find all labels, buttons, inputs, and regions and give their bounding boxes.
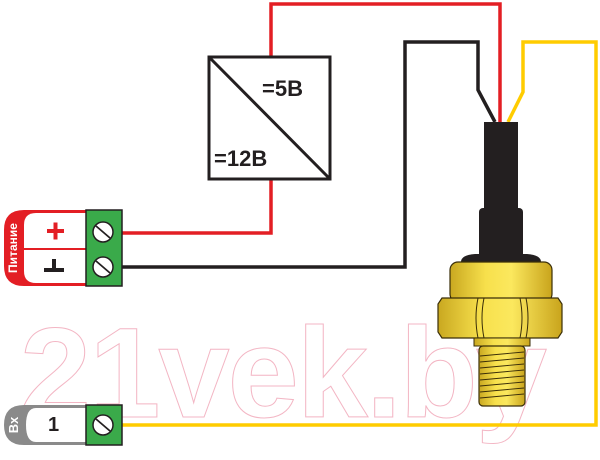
pressure-sensor xyxy=(437,122,563,407)
converter-input-label: =12В xyxy=(214,146,268,171)
power-terminal xyxy=(4,209,123,287)
input-terminal xyxy=(4,404,123,446)
black-wire xyxy=(120,40,497,269)
red-wire xyxy=(269,2,502,122)
yellow-wire xyxy=(120,40,598,427)
voltage-converter xyxy=(207,55,332,181)
power-terminal-title: Питание xyxy=(6,223,20,273)
converter-output-label: =5В xyxy=(262,76,303,101)
input-terminal-title: Вх xyxy=(6,416,21,434)
input-channel-label: 1 xyxy=(48,414,60,436)
red-power-wire xyxy=(120,180,273,235)
